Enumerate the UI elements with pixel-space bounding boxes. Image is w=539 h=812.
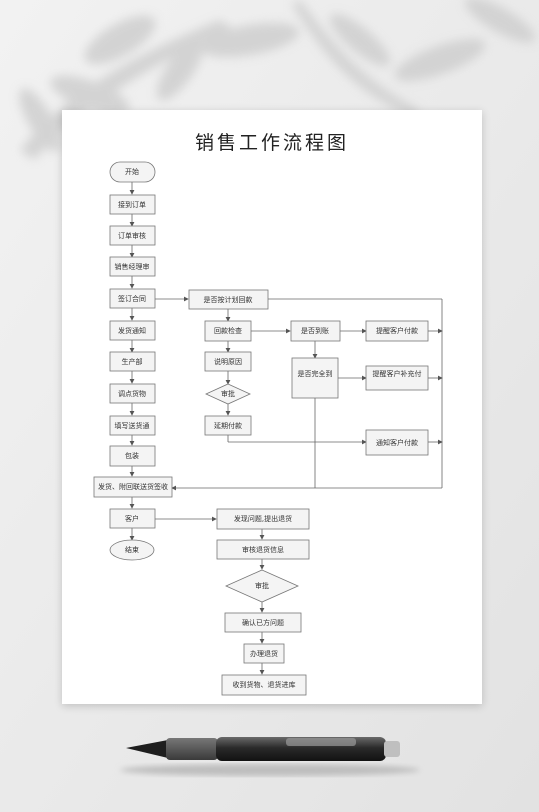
production-box bbox=[109, 351, 156, 372]
receive-order-box bbox=[109, 194, 156, 215]
payment-check-box bbox=[204, 320, 252, 342]
explain-reason-label: 说明原因 bbox=[214, 357, 242, 366]
confirm-issue-box bbox=[224, 612, 302, 633]
order-review-box bbox=[109, 225, 156, 246]
manager-review-label: 销售经理审 bbox=[115, 262, 150, 271]
overdue-payment-label: 延期付款 bbox=[214, 421, 242, 430]
flowchart-sheet: 销售工作流程图 bbox=[62, 110, 482, 704]
remind-pay-box bbox=[365, 320, 429, 342]
packing-label: 包装 bbox=[125, 451, 139, 460]
send-notice-label: 发货通知 bbox=[118, 326, 146, 335]
end-label: 结束 bbox=[125, 545, 139, 554]
notify-pay-box bbox=[365, 429, 429, 456]
confirm-issue-label: 确认已方问题 bbox=[242, 618, 284, 627]
customer-label: 客户 bbox=[125, 514, 139, 523]
review-return-box bbox=[216, 539, 310, 560]
find-issue-label: 发现问题,提出退货 bbox=[234, 514, 292, 523]
check-plan-box bbox=[188, 289, 269, 310]
is-received-label: 是否到账 bbox=[301, 326, 329, 335]
overdue-payment-box bbox=[204, 415, 252, 436]
start-label: 开始 bbox=[125, 167, 139, 176]
customer-box bbox=[109, 508, 156, 529]
pen-clip bbox=[286, 738, 356, 746]
approve-1-label: 审批 bbox=[221, 389, 235, 398]
review-return-label: 审核退货信息 bbox=[242, 545, 284, 554]
fill-delivery-label: 填写送货通 bbox=[115, 421, 150, 430]
receive-order-label: 接到订单 bbox=[118, 200, 146, 209]
approve-2-label: 审批 bbox=[255, 581, 269, 590]
pen-tip bbox=[126, 740, 168, 758]
remind-pay-label: 提醒客户付款 bbox=[376, 326, 418, 335]
manager-review-box bbox=[109, 256, 156, 277]
packing-box bbox=[109, 445, 156, 467]
production-label: 生产部 bbox=[122, 357, 143, 366]
page-title: 销售工作流程图 bbox=[194, 132, 349, 154]
process-return-box bbox=[243, 643, 285, 664]
is-received-box bbox=[290, 320, 341, 342]
approve-decision-2 bbox=[225, 569, 299, 603]
approve-decision-1 bbox=[205, 383, 251, 405]
sign-contract-label: 签订合同 bbox=[118, 294, 146, 303]
pick-goods-label: 调点货物 bbox=[118, 389, 146, 398]
fill-delivery-box bbox=[109, 415, 156, 436]
ship-label: 发货、附回联送货签收 bbox=[98, 482, 168, 491]
remind-supplement-box bbox=[365, 365, 429, 391]
sign-contract-box bbox=[109, 288, 156, 309]
pen-grip bbox=[166, 738, 218, 760]
is-full-label: 是否完全到 bbox=[298, 369, 333, 378]
notify-pay-label: 通知客户付款 bbox=[376, 438, 418, 447]
is-full-box bbox=[291, 357, 339, 399]
start-terminal bbox=[109, 161, 156, 183]
payment-check-label: 回款检查 bbox=[214, 326, 242, 335]
receive-goods-box bbox=[221, 674, 307, 696]
send-notice-box bbox=[109, 320, 156, 341]
flowchart-diagram: 开始 接到订单 订单审核 销售经理审 签订合同 发货通知 生产部 调点货物 填写… bbox=[93, 161, 443, 696]
ship-box bbox=[93, 476, 173, 498]
explain-reason-box bbox=[204, 351, 252, 372]
order-review-label: 订单审核 bbox=[118, 231, 146, 240]
pick-goods-box bbox=[109, 383, 156, 404]
process-return-label: 办理退货 bbox=[250, 649, 278, 658]
receive-goods-label: 收到货物、退货进库 bbox=[233, 680, 296, 689]
end-terminal bbox=[109, 539, 155, 561]
pen-button bbox=[384, 741, 400, 757]
find-issue-box bbox=[216, 508, 310, 530]
check-plan-label: 是否按计划回款 bbox=[204, 295, 253, 304]
remind-supplement-label: 提醒客户补充付 bbox=[373, 369, 422, 378]
